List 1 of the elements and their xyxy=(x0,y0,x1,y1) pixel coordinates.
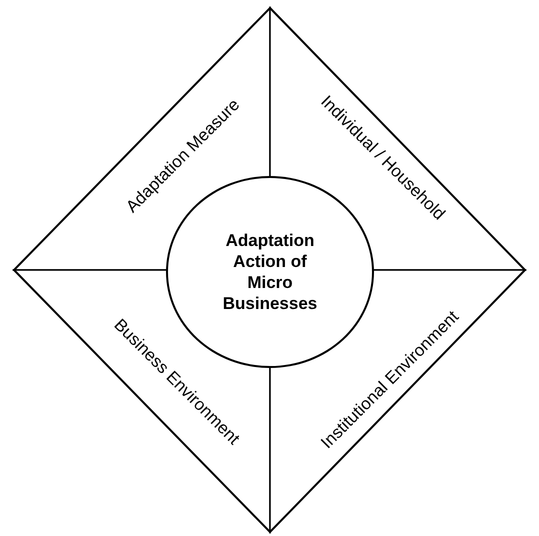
center-label: Adaptation Action of Micro Businesses xyxy=(222,230,318,314)
